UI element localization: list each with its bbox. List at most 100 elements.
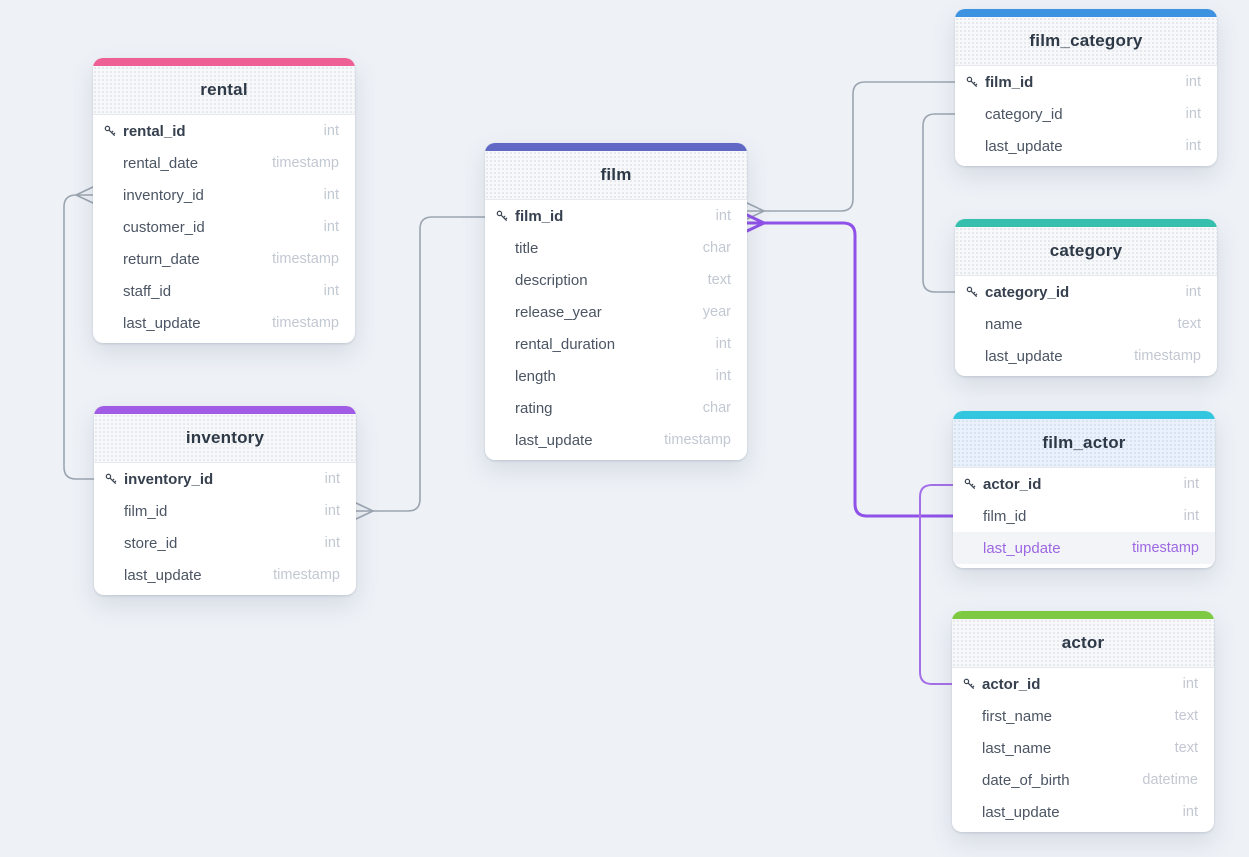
field-row-rental-rental_id[interactable]: rental_id int <box>93 115 355 147</box>
field-name: staff_id <box>123 282 172 300</box>
field-type: timestamp <box>272 155 339 171</box>
field-type: timestamp <box>272 315 339 331</box>
field-row-rental-rental_date[interactable]: rental_date timestamp <box>93 147 355 179</box>
field-type: year <box>702 304 731 320</box>
table-title-film[interactable]: film <box>485 151 747 200</box>
field-row-film_category-last_update[interactable]: last_update int <box>955 130 1217 162</box>
field-name: rental_date <box>123 154 199 172</box>
field-name: first_name <box>982 707 1053 725</box>
field-row-film_category-film_id[interactable]: film_id int <box>955 66 1217 98</box>
relationship-inventory-film[interactable] <box>355 216 486 520</box>
table-title-inventory[interactable]: inventory <box>94 414 356 463</box>
field-row-film-description[interactable]: description text <box>485 264 747 296</box>
table-title-film_actor[interactable]: film_actor <box>953 419 1215 468</box>
field-type: int <box>323 123 339 139</box>
field-name: actor_id <box>983 475 1042 493</box>
field-name: last_update <box>123 314 201 332</box>
field-name: film_id <box>515 207 564 225</box>
field-type: int <box>324 535 340 551</box>
field-type: int <box>1182 804 1198 820</box>
table-accent-bar <box>94 406 356 414</box>
field-name: last_update <box>985 137 1063 155</box>
field-type: int <box>1185 138 1201 154</box>
field-name: rating <box>515 399 553 417</box>
table-title-actor[interactable]: actor <box>952 619 1214 668</box>
field-row-film-last_update[interactable]: last_update timestamp <box>485 424 747 456</box>
table-accent-bar <box>93 58 355 66</box>
table-title-film_category[interactable]: film_category <box>955 17 1217 66</box>
field-name: film_id <box>983 507 1027 525</box>
field-type: int <box>1185 106 1201 122</box>
table-accent-bar <box>955 9 1217 17</box>
crow-foot-icon <box>745 213 766 233</box>
field-type: int <box>1185 284 1201 300</box>
field-name: last_name <box>982 739 1052 757</box>
field-name: date_of_birth <box>982 771 1070 789</box>
field-row-film-release_year[interactable]: release_year year <box>485 296 747 328</box>
field-row-rental-last_update[interactable]: last_update timestamp <box>93 307 355 339</box>
relationship-film_actor-actor[interactable] <box>919 484 954 685</box>
field-type: int <box>1185 74 1201 90</box>
field-name: rental_duration <box>515 335 616 353</box>
relationship-rental-inventory[interactable] <box>63 186 95 480</box>
relationship-film-film_actor[interactable] <box>745 213 955 518</box>
field-name: release_year <box>515 303 602 321</box>
primary-key-icon <box>962 677 976 691</box>
field-name: category_id <box>985 283 1070 301</box>
field-type: int <box>324 503 340 519</box>
field-name: description <box>515 271 588 289</box>
relationship-film_category-category[interactable] <box>922 113 956 293</box>
field-type: timestamp <box>664 432 731 448</box>
field-type: text <box>1177 316 1201 332</box>
field-name: return_date <box>123 250 200 268</box>
primary-key-icon <box>965 285 979 299</box>
primary-key-icon <box>103 124 117 138</box>
field-name: last_update <box>515 431 593 449</box>
field-row-category-category_id[interactable]: category_id int <box>955 276 1217 308</box>
table-title-category[interactable]: category <box>955 227 1217 276</box>
field-name: film_id <box>985 73 1034 91</box>
field-name: rental_id <box>123 122 186 140</box>
table-accent-bar <box>955 219 1217 227</box>
field-type: int <box>323 187 339 203</box>
field-type: int <box>323 219 339 235</box>
table-title-rental[interactable]: rental <box>93 66 355 115</box>
field-type: text <box>707 272 731 288</box>
field-type: timestamp <box>1132 540 1199 556</box>
table-accent-bar <box>485 143 747 151</box>
crow-foot-icon <box>355 502 374 520</box>
